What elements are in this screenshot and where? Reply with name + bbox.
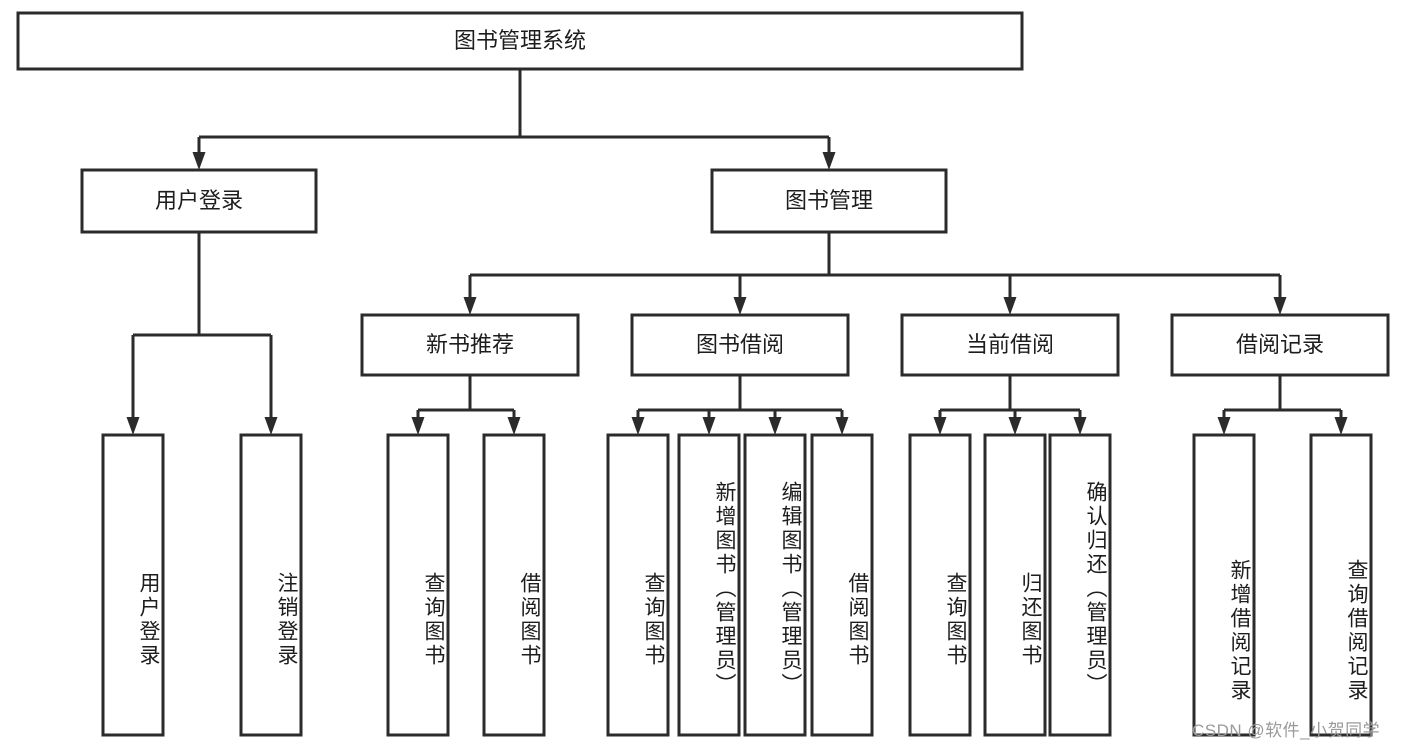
arrow-head-icon: [768, 417, 782, 435]
node-box-user-login[interactable]: [80, 168, 318, 234]
connector-layer: [126, 69, 1348, 435]
node-box-leaf-borrow-book-recommend[interactable]: [482, 433, 546, 737]
node-box-leaf-query-book-current[interactable]: [908, 433, 972, 737]
arrow-head-icon: [1334, 417, 1348, 435]
node-box-book-borrow[interactable]: [630, 313, 850, 377]
arrow-head-icon: [822, 152, 836, 170]
node-box-leaf-edit-book-admin[interactable]: [743, 433, 807, 737]
node-box-layer: [16, 11, 1390, 737]
arrow-head-icon: [1003, 297, 1017, 315]
node-box-new-book-recommend[interactable]: [360, 313, 580, 377]
node-box-leaf-query-book-recommend[interactable]: [386, 433, 450, 737]
node-box-leaf-confirm-return-admin[interactable]: [1048, 433, 1112, 737]
arrow-head-icon: [1273, 297, 1287, 315]
arrow-head-icon: [411, 417, 425, 435]
arrow-head-icon: [264, 417, 278, 435]
arrow-head-icon: [1073, 417, 1087, 435]
node-box-leaf-logout-login[interactable]: [239, 433, 303, 737]
arrow-head-icon: [463, 297, 477, 315]
arrow-head-icon: [126, 417, 140, 435]
arrow-head-icon: [1217, 417, 1231, 435]
node-box-leaf-return-book[interactable]: [983, 433, 1047, 737]
node-box-leaf-query-borrow-record[interactable]: [1309, 433, 1373, 737]
node-box-leaf-query-book-borrow[interactable]: [606, 433, 670, 737]
node-box-book-management[interactable]: [710, 168, 948, 234]
arrow-head-icon: [933, 417, 947, 435]
node-box-borrow-record[interactable]: [1170, 313, 1390, 377]
arrow-head-icon: [192, 152, 206, 170]
node-box-leaf-borrow-book-borrow[interactable]: [810, 433, 874, 737]
arrow-head-icon: [1008, 417, 1022, 435]
node-box-leaf-add-book-admin[interactable]: [677, 433, 741, 737]
node-box-current-borrow[interactable]: [900, 313, 1120, 377]
arrow-head-icon: [702, 417, 716, 435]
node-box-leaf-add-borrow-record[interactable]: [1192, 433, 1256, 737]
node-box-root[interactable]: [16, 11, 1024, 71]
arrow-head-icon: [507, 417, 521, 435]
arrow-head-icon: [733, 297, 747, 315]
node-box-leaf-user-login[interactable]: [101, 433, 165, 737]
watermark-credit: CSDN @软件_小贺同学: [1192, 721, 1381, 740]
arrow-head-icon: [835, 417, 849, 435]
arrow-head-icon: [631, 417, 645, 435]
